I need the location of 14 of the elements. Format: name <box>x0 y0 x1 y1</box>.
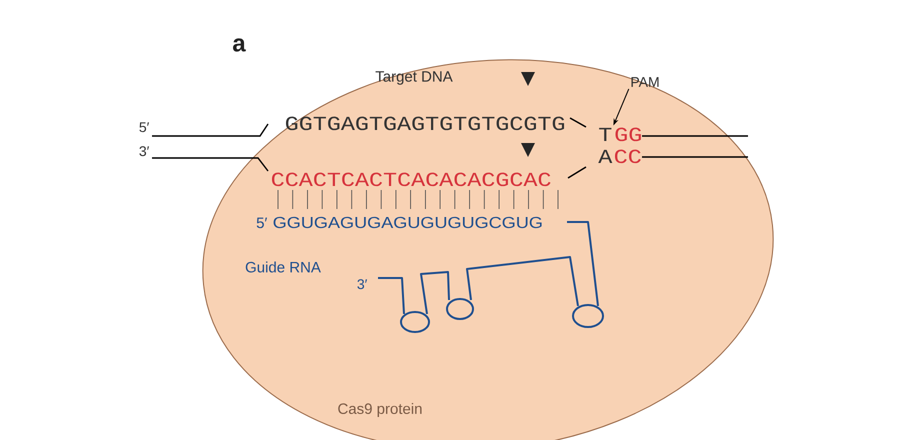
dna-base: T <box>599 128 612 141</box>
rna-sequence: GGUGAGUGAGUGUGUGCGUG <box>274 216 542 228</box>
dna-sequence: GGTGAGTGAGTGTGTGCGTG <box>286 116 564 130</box>
strand-end-label: 5′ <box>139 122 150 132</box>
dna-bases: GG <box>616 128 641 142</box>
dna-base: A <box>598 150 612 163</box>
strand-end-label: 3′ <box>357 279 368 290</box>
dna-sequence: CCACTCACTCACACACGCAC <box>272 172 550 186</box>
strand-end-label: 3′ <box>139 146 150 156</box>
heading: Guide RNA <box>246 262 321 272</box>
strand-end-label: 5′ <box>256 218 268 228</box>
panel-letter: a <box>233 38 246 52</box>
heading: Target DNA <box>376 71 453 85</box>
dna-bases: CC <box>615 150 641 164</box>
